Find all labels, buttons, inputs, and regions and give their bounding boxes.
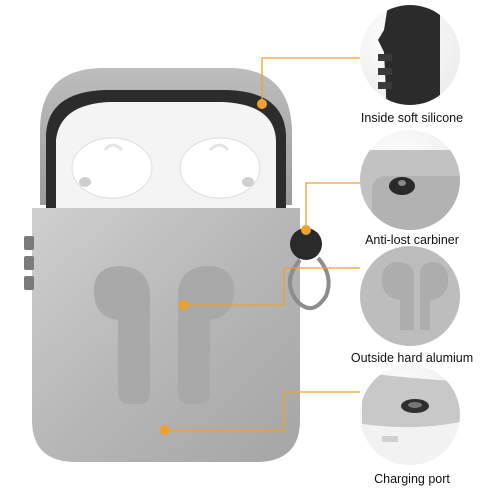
callout-label-carabiner: Anti-lost carbiner (365, 233, 459, 247)
callout-label-charging-port: Charging port (374, 472, 450, 486)
callout-dots (160, 99, 311, 435)
aluminum-shell-detail (360, 246, 460, 346)
case-body (32, 208, 300, 462)
charging-port-detail (360, 365, 460, 465)
carabiner (288, 228, 331, 310)
earbuds (71, 137, 261, 199)
silicone-insert-detail (360, 5, 460, 105)
airpods-case (24, 68, 331, 462)
callout-label-aluminum: Outside hard alumium (350, 351, 474, 365)
carabiner-hole-detail (360, 130, 460, 230)
callout-lines (165, 57, 360, 431)
callout-label-silicone: Inside soft silicone (360, 111, 464, 125)
earbud-emboss (93, 266, 235, 404)
